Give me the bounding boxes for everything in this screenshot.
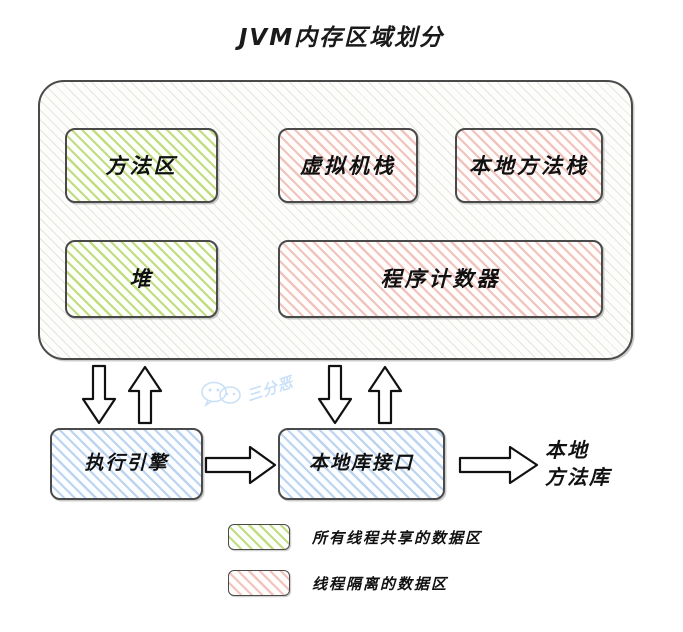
legend-swatch-shared xyxy=(228,524,290,550)
region-heap[interactable]: 堆 xyxy=(65,240,218,318)
region-vm-stack[interactable]: 虚拟机栈 xyxy=(278,128,418,203)
component-native-interface[interactable]: 本地库接口 xyxy=(278,428,445,500)
component-execution-engine[interactable]: 执行引擎 xyxy=(50,428,203,500)
jvm-memory-container xyxy=(38,80,633,360)
page-title: JVM内存区域划分 xyxy=(238,25,445,51)
watermark: 三分恶 xyxy=(200,373,315,420)
region-program-counter[interactable]: 程序计数器 xyxy=(278,240,603,318)
region-native-method-stack[interactable]: 本地方法栈 xyxy=(455,128,603,203)
native-method-library-line-1: 本地 xyxy=(545,438,589,462)
component-native-interface-label: 本地库接口 xyxy=(308,452,414,475)
legend-item-isolated: 线程隔离的数据区 xyxy=(228,570,448,596)
arrow-container-to-engine-down-icon xyxy=(81,364,117,425)
region-vm-stack-label: 虚拟机栈 xyxy=(300,153,396,178)
legend-item-shared: 所有线程共享的数据区 xyxy=(228,524,482,550)
legend-swatch-isolated xyxy=(228,570,290,596)
legend-label-shared: 所有线程共享的数据区 xyxy=(312,528,483,547)
arrow-native-interface-to-native-library-icon xyxy=(458,445,539,485)
region-method-area-label: 方法区 xyxy=(105,153,178,178)
component-native-method-library: 本地 方法库 xyxy=(545,428,665,500)
arrow-engine-to-container-up-icon xyxy=(127,365,163,425)
component-execution-engine-label: 执行引擎 xyxy=(84,452,169,475)
watermark-text: 三分恶 xyxy=(244,372,296,405)
legend-label-isolated: 线程隔离的数据区 xyxy=(312,574,449,593)
region-heap-label: 堆 xyxy=(129,266,154,291)
wechat-bubbles-icon xyxy=(201,381,241,408)
arrow-engine-to-native-interface-icon xyxy=(204,445,277,485)
arrow-native-interface-to-container-up-icon xyxy=(367,365,403,425)
arrow-container-to-native-interface-down-icon xyxy=(317,364,353,425)
region-program-counter-label: 程序计数器 xyxy=(380,266,501,291)
region-native-method-stack-label: 本地方法栈 xyxy=(469,153,589,178)
region-method-area[interactable]: 方法区 xyxy=(65,128,218,203)
native-method-library-line-2: 方法库 xyxy=(545,465,611,489)
